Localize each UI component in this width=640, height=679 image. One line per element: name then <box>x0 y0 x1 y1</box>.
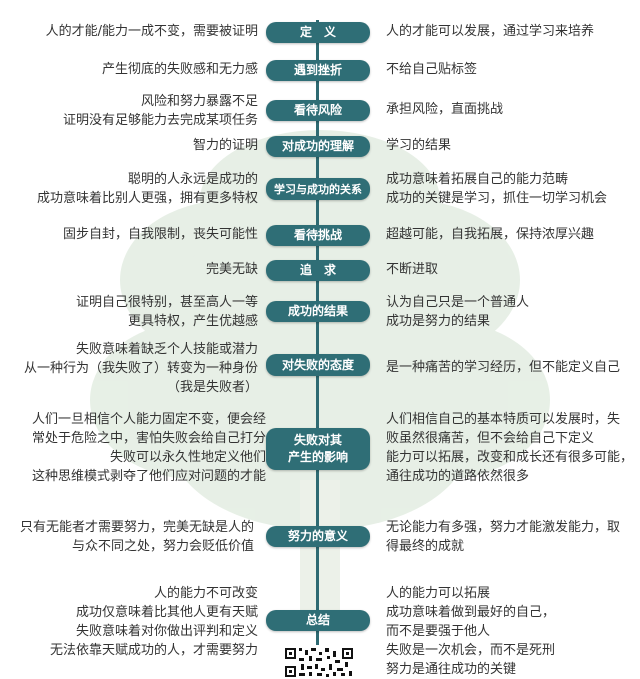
node-label-line: 产生的影响 <box>287 450 348 464</box>
fixed-mindset-text: 证明自己很特别，甚至高人一等 更具特权，产生优越感 <box>76 293 258 331</box>
node-challenge: 看待挑战 <box>266 225 370 246</box>
text-line: 失败可以永久性地定义他们 <box>109 450 266 465</box>
text-line: 完美无缺 <box>205 262 258 277</box>
text-line: 得最终的成就 <box>386 539 465 554</box>
text-line: 常处于危险之中，害怕失败会给自己打分 <box>31 431 266 446</box>
text-line: 成功意味着比别人更强，拥有更多特权 <box>36 191 258 206</box>
fixed-mindset-text: 产生彻底的失败感和无力感 <box>102 60 258 79</box>
node-learning-success: 学习与成功的关系 <box>266 178 370 200</box>
text-line: 风险和努力暴露不足 <box>140 94 258 109</box>
fixed-mindset-text: 人的才能/能力一成不变，需要被证明 <box>46 22 258 41</box>
node-label-line: 失败对其 <box>293 433 342 447</box>
text-line: 与众不同之处，努力会贬低价值 <box>71 539 254 554</box>
text-line: 成功的关键是学习，抓住一切学习机会 <box>386 191 608 206</box>
growth-mindset-text: 无论能力有多强，努力才能激发能力，取 得最终的成就 <box>386 518 620 556</box>
node-pursuit: 追 求 <box>266 260 370 281</box>
node-failure-attitude: 对失败的态度 <box>266 354 370 376</box>
node-label: 对失败的态度 <box>281 357 354 372</box>
text-line: 固步自封，自我限制，丧失可能性 <box>62 227 258 242</box>
text-line: 聪明的人永远是成功的 <box>127 172 258 187</box>
node-failure-impact: 失败对其 产生的影响 <box>266 428 370 470</box>
node-understanding-success: 对成功的理解 <box>266 136 370 157</box>
text-line: 是一种痛苦的学习经历，但不能定义自己 <box>386 360 621 375</box>
fixed-mindset-text: 人的能力不可改变 成功仅意味着比其他人更有天赋 失败意味着对你做出评判和定义 无… <box>50 584 258 660</box>
text-line: 只有无能者才需要努力，完美无缺是人的 <box>19 520 254 535</box>
node-setback: 遇到挫折 <box>266 60 370 81</box>
node-definition: 定 义 <box>266 22 370 43</box>
text-line: 这种思维模式剥夺了他们应对问题的才能 <box>31 469 266 484</box>
node-label: 学习与成功的关系 <box>274 182 362 196</box>
node-label: 遇到挫折 <box>293 63 342 77</box>
text-line: 证明没有足够能力去完成某项任务 <box>62 113 258 128</box>
growth-mindset-text: 不给自己贴标签 <box>386 60 477 79</box>
fixed-mindset-text: 只有无能者才需要努力，完美无缺是人的 与众不同之处，努力会贬低价值 <box>20 518 254 556</box>
text-line: 败虽然很痛苦，但不会给自己下定义 <box>386 431 595 446</box>
node-label: 对成功的理解 <box>281 139 354 153</box>
growth-mindset-text: 认为自己只是一个普通人 成功是努力的结果 <box>386 293 529 331</box>
text-line: 成功意味着做到最好的自己， <box>386 605 556 620</box>
text-line: 认为自己只是一个普通人 <box>386 295 530 310</box>
text-line: 不断进取 <box>386 262 439 277</box>
node-risk: 看待风险 <box>266 100 370 121</box>
text-line: 学习的结果 <box>386 138 452 153</box>
text-line: 失败意味着缺乏个人技能或潜力 <box>75 342 258 357</box>
node-summary: 总结 <box>266 610 370 631</box>
text-line: 人的才能可以发展，通过学习来培养 <box>386 24 595 39</box>
growth-mindset-text: 人的才能可以发展，通过学习来培养 <box>386 22 594 41</box>
text-line: 成功是努力的结果 <box>386 314 491 329</box>
growth-mindset-text: 人的能力可以拓展 成功意味着做到最好的自己， 而不是要强于他人 失败是一次机会，… <box>386 584 555 679</box>
text-line: 从一种行为（我失败了）转变为一种身份 <box>23 361 258 376</box>
text-line: 人的能力不可改变 <box>153 586 258 601</box>
text-line: 而不是要强于他人 <box>386 624 491 639</box>
growth-mindset-text: 人们相信自己的基本特质可以发展时，失 败虽然很痛苦，但不会给自己下定义 能力可以… <box>386 410 633 486</box>
fixed-mindset-text: 聪明的人永远是成功的 成功意味着比别人更强，拥有更多特权 <box>37 170 258 208</box>
qr-code-image <box>283 646 355 679</box>
text-line: 人们相信自己的基本特质可以发展时，失 <box>386 412 621 427</box>
text-line: 能力可以拓展，改变和成长还有很多可能， <box>386 450 634 465</box>
text-line: 成功意味着拓展自己的能力范畴 <box>386 172 569 187</box>
text-line: 无法依靠天赋成功的人，才需要努力 <box>49 643 258 658</box>
text-line: 努力是通往成功的关键 <box>386 662 517 677</box>
text-line: 超越可能，自我拓展，保持浓厚兴趣 <box>386 227 595 242</box>
text-line: 失败意味着对你做出评判和定义 <box>75 624 258 639</box>
node-label: 看待风险 <box>293 103 342 117</box>
growth-mindset-text: 超越可能，自我拓展，保持浓厚兴趣 <box>386 225 594 244</box>
growth-mindset-text: 学习的结果 <box>386 136 451 155</box>
fixed-mindset-text: 人们一旦相信个人能力固定不变，便会经 常处于危险之中，害怕失败会给自己打分 失败… <box>32 410 266 486</box>
node-effort-meaning: 努力的意义 <box>266 526 370 547</box>
text-line: 更具特权，产生优越感 <box>127 314 258 329</box>
node-label: 定 义 <box>299 25 336 39</box>
text-line: 人们一旦相信个人能力固定不变，便会经 <box>31 412 266 427</box>
text-line: 人的才能/能力一成不变，需要被证明 <box>45 24 258 39</box>
text-line: 承担风险，直面挑战 <box>386 102 504 117</box>
node-label: 看待挑战 <box>293 228 342 242</box>
growth-mindset-text: 是一种痛苦的学习经历，但不能定义自己 <box>386 358 620 377</box>
text-line: 成功仅意味着比其他人更有天赋 <box>75 605 258 620</box>
fixed-mindset-text: 固步自封，自我限制，丧失可能性 <box>63 225 258 244</box>
growth-mindset-text: 不断进取 <box>386 260 438 279</box>
text-line: 证明自己很特别，甚至高人一等 <box>75 295 258 310</box>
node-label: 总结 <box>305 613 330 627</box>
node-success-result: 成功的结果 <box>266 301 370 322</box>
fixed-mindset-text: 完美无缺 <box>206 260 258 279</box>
text-line: （我是失败者） <box>166 380 258 395</box>
fixed-mindset-text: 智力的证明 <box>193 136 258 155</box>
fixed-mindset-text: 风险和努力暴露不足 证明没有足够能力去完成某项任务 <box>63 92 258 130</box>
text-line: 产生彻底的失败感和无力感 <box>101 62 258 77</box>
text-line: 失败是一次机会，而不是死刑 <box>386 643 556 658</box>
node-label: 追 求 <box>299 263 336 277</box>
text-line: 智力的证明 <box>192 138 258 153</box>
text-line: 无论能力有多强，努力才能激发能力，取 <box>386 520 621 535</box>
node-label: 成功的结果 <box>287 304 348 318</box>
node-label: 努力的意义 <box>287 529 348 543</box>
text-line: 不给自己贴标签 <box>386 62 478 77</box>
text-line: 通往成功的道路依然很多 <box>386 469 530 484</box>
text-line: 人的能力可以拓展 <box>386 586 491 601</box>
growth-mindset-text: 成功意味着拓展自己的能力范畴 成功的关键是学习，抓住一切学习机会 <box>386 170 607 208</box>
growth-mindset-text: 承担风险，直面挑战 <box>386 100 503 119</box>
fixed-mindset-text: 失败意味着缺乏个人技能或潜力 从一种行为（我失败了）转变为一种身份 （我是失败者… <box>24 340 258 397</box>
